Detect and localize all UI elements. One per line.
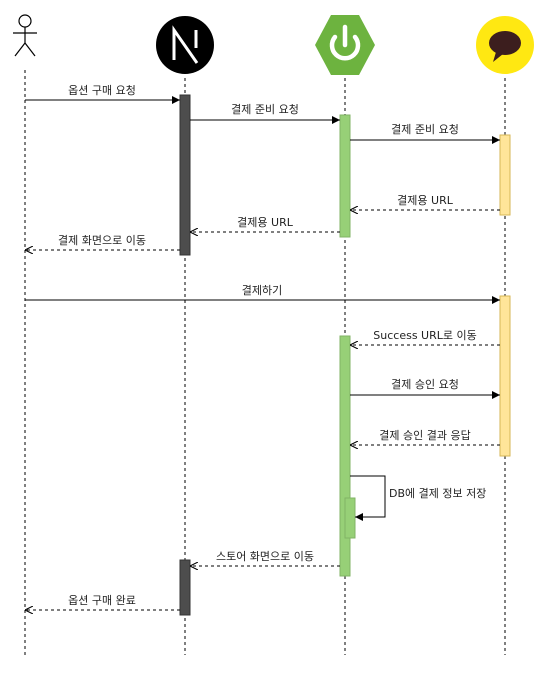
spring-boot-power-logo-icon — [315, 15, 375, 75]
message-make-payment: 결제하기 — [25, 283, 500, 304]
message-label: 결제 승인 결과 응답 — [379, 429, 470, 442]
message-payment-ready-request-1: 결제 준비 요청 — [190, 103, 340, 124]
message-label: 옵션 구매 요청 — [68, 84, 136, 97]
message-option-purchase-complete: 옵션 구매 완료 — [25, 594, 180, 610]
nextjs-logo-icon — [156, 16, 214, 74]
message-label: 결제용 URL — [397, 194, 454, 207]
message-save-payment-to-db: DB에 결제 정보 저장 — [350, 475, 486, 521]
message-payment-url-return-2: 결제용 URL — [190, 216, 340, 232]
kakao-speech-bubble-logo-icon — [476, 16, 534, 74]
spring-activation-nested — [344, 497, 356, 539]
message-label: 결제 준비 요청 — [231, 103, 299, 116]
nextjs-activation-2 — [179, 559, 191, 616]
message-label: Success URL로 이동 — [373, 329, 476, 342]
nextjs-activation-1 — [179, 94, 191, 256]
message-label: 결제 준비 요청 — [391, 123, 459, 136]
message-label: 결제 화면으로 이동 — [58, 234, 146, 247]
message-label: 옵션 구매 완료 — [68, 594, 136, 607]
message-payment-url-return-1: 결제용 URL — [350, 194, 500, 210]
message-label: 스토어 화면으로 이동 — [216, 550, 314, 563]
message-payment-approval-response: 결제 승인 결과 응답 — [350, 429, 500, 445]
message-option-purchase-request: 옵션 구매 요청 — [25, 84, 180, 104]
message-payment-ready-request-2: 결제 준비 요청 — [350, 123, 500, 144]
kakao-activation-1 — [499, 134, 511, 216]
user-actor-icon — [13, 14, 37, 57]
spring-activation-1 — [339, 114, 351, 238]
message-redirect-success-url: Success URL로 이동 — [350, 329, 500, 345]
message-label: DB에 결제 정보 저장 — [389, 487, 486, 500]
message-go-to-store-screen: 스토어 화면으로 이동 — [190, 550, 340, 566]
message-label: 결제하기 — [242, 283, 282, 297]
message-go-to-payment-screen: 결제 화면으로 이동 — [25, 234, 180, 250]
message-label: 결제 승인 요청 — [391, 378, 459, 391]
message-payment-approval-request: 결제 승인 요청 — [350, 378, 500, 399]
message-label: 결제용 URL — [237, 216, 294, 229]
spring-activation-2 — [339, 335, 351, 577]
kakao-activation-2 — [499, 295, 511, 457]
